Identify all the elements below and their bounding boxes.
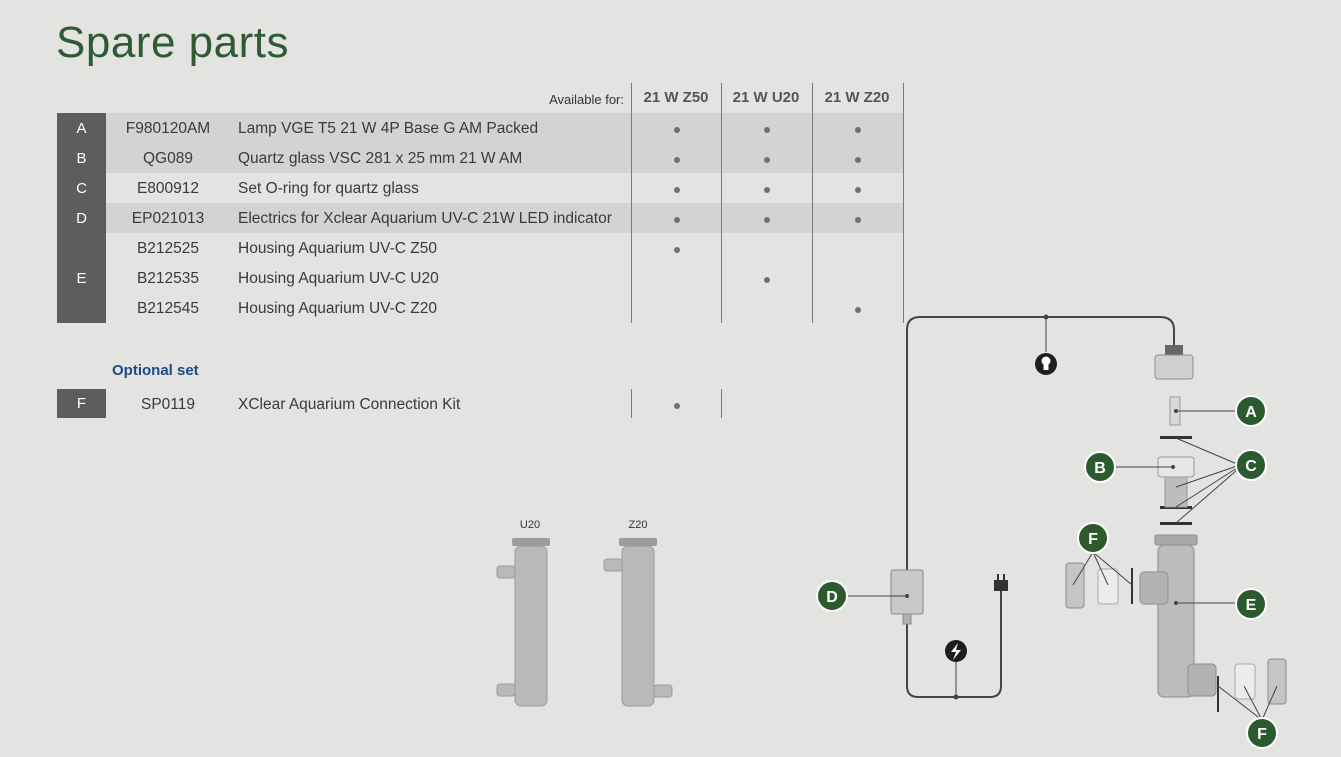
- column-divider: [631, 83, 632, 323]
- svg-text:F: F: [1088, 531, 1098, 548]
- part-code: EP021013: [131, 210, 205, 227]
- part-code: B212535: [136, 270, 200, 287]
- svg-text:D: D: [826, 589, 838, 606]
- housing-u20-illustration: U20: [496, 519, 550, 707]
- column-divider: [631, 389, 632, 418]
- part-description: Housing Aquarium UV-C Z20: [238, 300, 438, 317]
- row-band-b: [106, 143, 903, 173]
- availability-dot: [674, 157, 680, 163]
- column-divider: [903, 83, 904, 323]
- part-description: XClear Aquarium Connection Kit: [238, 396, 461, 413]
- part-letter-c: C: [57, 173, 106, 203]
- housing-label-z20: Z20: [629, 519, 648, 531]
- availability-dot: [855, 187, 861, 193]
- availability-dot: [674, 247, 680, 253]
- availability-dot: [855, 217, 861, 223]
- part-description: Lamp VGE T5 21 W 4P Base G AM Packed: [238, 120, 539, 137]
- part-code: F980120AM: [125, 120, 211, 137]
- callout-d: D: [816, 580, 848, 612]
- callout-b: B: [1084, 451, 1116, 483]
- callout-e: E: [1235, 588, 1267, 620]
- optional-set-heading: Optional set: [112, 362, 199, 379]
- row-band-d: [106, 203, 903, 233]
- column-divider: [812, 83, 813, 323]
- svg-text:F: F: [1257, 726, 1267, 743]
- svg-text:E: E: [1246, 597, 1257, 614]
- part-letter-e: E: [57, 233, 106, 323]
- part-description: Quartz glass VSC 281 x 25 mm 21 W AM: [238, 150, 523, 167]
- callout-f-right: F: [1246, 717, 1278, 749]
- availability-dot: [764, 187, 770, 193]
- availability-dot: [674, 127, 680, 133]
- part-code: B212525: [136, 240, 200, 257]
- callout-f-left: F: [1077, 522, 1109, 554]
- callout-a: A: [1235, 395, 1267, 427]
- availability-dot: [855, 157, 861, 163]
- part-code: E800912: [136, 180, 200, 197]
- column-divider: [721, 389, 722, 418]
- availability-dot: [855, 127, 861, 133]
- svg-text:A: A: [1245, 404, 1257, 421]
- row-band-a: [106, 113, 903, 143]
- part-letter-f: F: [57, 389, 106, 418]
- svg-text:B: B: [1094, 460, 1106, 477]
- available-for-label: Available for:: [549, 92, 624, 107]
- housing-label-u20: U20: [520, 519, 540, 531]
- availability-dot: [764, 277, 770, 283]
- callout-c: C: [1235, 449, 1267, 481]
- page-title: Spare parts: [56, 18, 289, 67]
- part-letter-d: D: [57, 203, 106, 233]
- availability-dot: [764, 127, 770, 133]
- part-letter-a: A: [57, 113, 106, 143]
- lightning-icon: [945, 640, 967, 662]
- part-code: QG089: [143, 150, 193, 167]
- availability-dot: [855, 307, 861, 313]
- availability-dot: [674, 217, 680, 223]
- part-description: Set O-ring for quartz glass: [238, 180, 419, 197]
- availability-dot: [674, 403, 680, 409]
- svg-text:C: C: [1245, 458, 1257, 475]
- part-description: Housing Aquarium UV-C Z50: [238, 240, 438, 257]
- part-description: Electrics for Xclear Aquarium UV-C 21W L…: [238, 210, 612, 227]
- availability-dot: [764, 217, 770, 223]
- plug-icon: [994, 574, 1008, 591]
- part-code: B212545: [136, 300, 200, 317]
- column-header-z50: 21 W Z50: [643, 89, 709, 106]
- column-header-z20: 21 W Z20: [824, 89, 890, 106]
- part-code: SP0119: [140, 396, 195, 413]
- housing-z20-illustration: Z20: [603, 519, 673, 707]
- column-header-u20: 21 W U20: [732, 89, 800, 106]
- part-description: Housing Aquarium UV-C U20: [238, 270, 439, 287]
- part-letter-b: B: [57, 143, 106, 173]
- availability-dot: [674, 187, 680, 193]
- lightbulb-icon: [1035, 353, 1057, 375]
- availability-dot: [764, 157, 770, 163]
- column-divider: [721, 83, 722, 323]
